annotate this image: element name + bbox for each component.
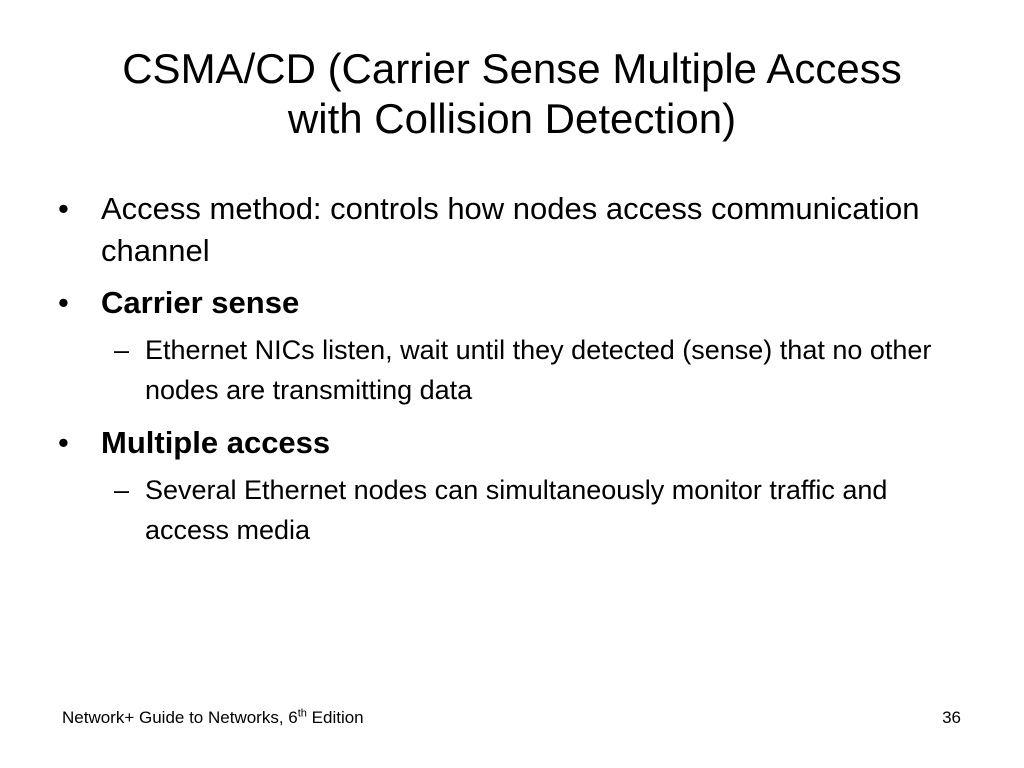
sub-bullet-marker: – [114, 475, 130, 505]
bullet-text: Access method: controls how nodes access… [101, 191, 920, 268]
bullet-marker: • [58, 285, 69, 320]
footer-book-title: Network+ Guide to Networks, 6th Edition [62, 707, 364, 729]
sub-bullet-text: Ethernet NICs listen, wait until they de… [145, 335, 932, 405]
slide-title-line-1: CSMA/CD (Carrier Sense Multiple Access [122, 45, 902, 92]
slide-content: • Access method: controls how nodes acce… [58, 188, 978, 562]
slide-title-line-2: with Collision Detection) [287, 95, 737, 142]
sub-bullet-ethernet-nodes: – Several Ethernet nodes can simultaneou… [58, 470, 978, 550]
bullet-text: Carrier sense [101, 285, 300, 320]
sub-bullet-marker: – [114, 335, 130, 365]
bullet-marker: • [58, 425, 69, 460]
sub-bullet-text: Several Ethernet nodes can simultaneousl… [145, 475, 888, 545]
footer-book-superscript: th [297, 707, 307, 720]
footer-book-prefix: Network+ Guide to Networks, 6 [62, 708, 298, 727]
sub-bullet-ethernet-nics: – Ethernet NICs listen, wait until they … [58, 330, 978, 410]
bullet-multiple-access: • Multiple access [58, 422, 978, 464]
bullet-text: Multiple access [101, 425, 331, 460]
bullet-access-method: • Access method: controls how nodes acce… [58, 188, 978, 272]
footer-page-number: 36 [942, 708, 961, 727]
slide-title: CSMA/CD (Carrier Sense Multiple Access w… [40, 44, 984, 144]
bullet-carrier-sense: • Carrier sense [58, 282, 978, 324]
footer-book-suffix: Edition [306, 708, 364, 727]
bullet-marker: • [58, 191, 69, 226]
